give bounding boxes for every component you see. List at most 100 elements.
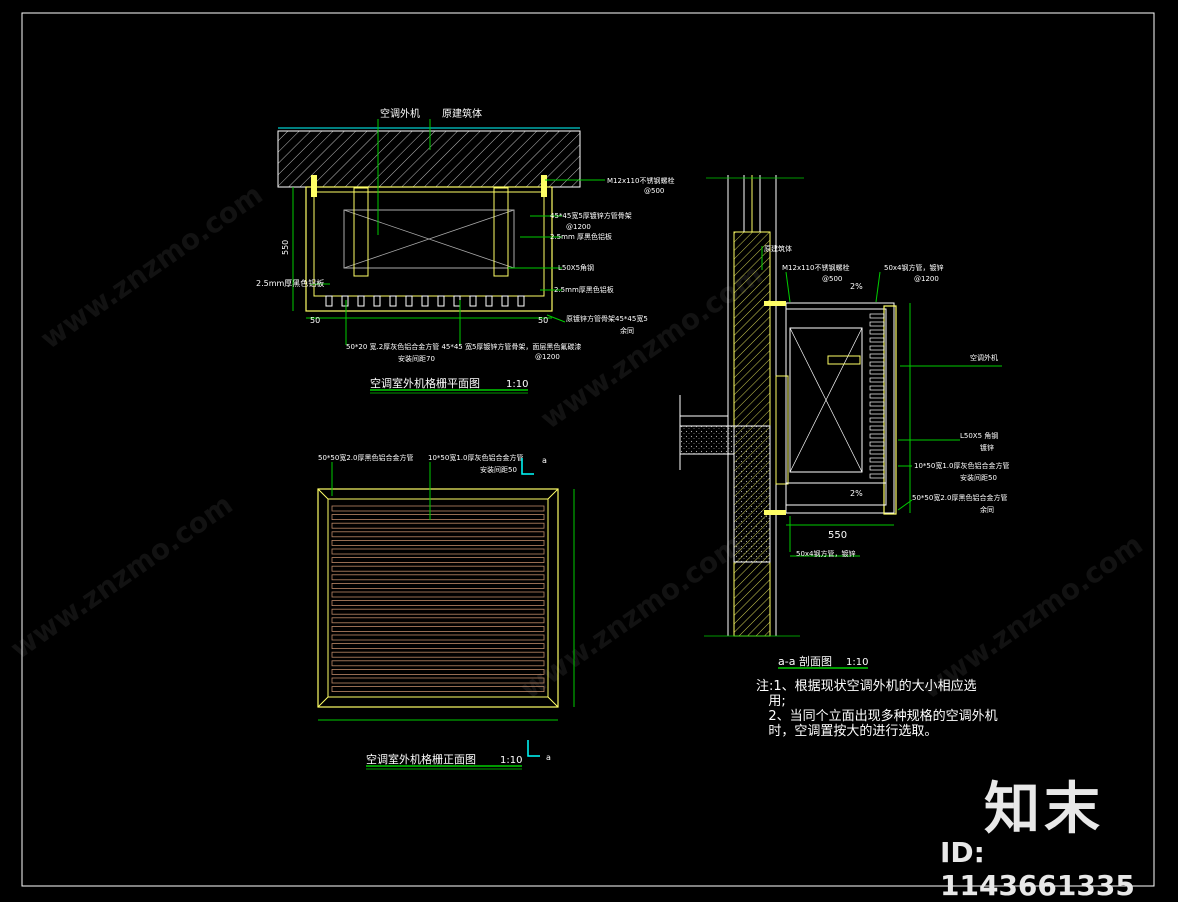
section-slat [869, 369, 885, 375]
plan-scale: 1:10 [506, 379, 528, 390]
note-line-1: 注:1、根据现状空调外机的大小相应选 [756, 679, 977, 694]
elevation-slat [331, 617, 545, 624]
section-slat [869, 401, 885, 407]
elevation-slat [331, 548, 545, 555]
sect-label-slats: 10*50宽1.0厚灰色铝合金方管 [914, 461, 1009, 470]
section-slats [869, 313, 885, 479]
section-mark-bottom-label: a [546, 753, 551, 762]
elevation-slat [331, 660, 545, 667]
elevation-slat [331, 643, 545, 649]
elevation-scale: 1:10 [500, 755, 522, 766]
plan-label-bolt-spacing: @500 [644, 187, 664, 195]
elevation-slat [331, 574, 545, 581]
section-enclosure [785, 302, 895, 514]
plan-label-plate-bottom: 2.5mm厚黑色铝板 [554, 285, 614, 294]
sect-label-ac-unit: 空调外机 [970, 353, 998, 362]
elevation-slats [331, 505, 545, 692]
sect-label-frame2: 余同 [980, 505, 994, 514]
plan-dim-right: 50 [538, 316, 548, 325]
note-line-2b: 时，空调置按大的进行选取。 [756, 724, 938, 739]
section-slat [869, 361, 885, 367]
drawing-border [21, 12, 1155, 887]
sect-label-bolt-spacing: @500 [822, 275, 842, 283]
section-slat [869, 433, 885, 439]
plan-label-ac-unit: 空调外机 [380, 107, 420, 120]
section-title: a-a 剖面图 [778, 654, 832, 668]
section-slat [869, 449, 885, 455]
plan-slats [325, 295, 525, 307]
elevation-slat [331, 514, 545, 520]
plan-label-plate-top: 2.5mm 厚黑色铝板 [550, 232, 612, 241]
elevation-slat [331, 505, 545, 512]
elevation-slat [331, 634, 545, 641]
plan-label-bottom-note: 50*20 宽.2厚灰色铝合金方管 45*45 宽5厚镀锌方管骨架，面层黑色氟碳… [346, 342, 581, 351]
note-line-1b: 用; [756, 694, 786, 709]
plan-label-square-tube-spacing: @1200 [566, 223, 591, 231]
section-slat [869, 377, 885, 383]
plan-title: 空调室外机格栅平面图 [370, 376, 480, 390]
elevation-slat [331, 531, 545, 538]
note-line-2: 2、当同个立面出现多种规格的空调外机 [756, 709, 998, 724]
elevation-slat [331, 540, 545, 546]
wall-hatch [277, 130, 581, 188]
section-slat [869, 393, 885, 399]
section-slat [869, 385, 885, 391]
sect-label-frame: 50*50宽2.0厚黑色铝合金方管 [912, 493, 1007, 502]
elevation-slat [331, 626, 545, 632]
plan-label-frame-note2: 余同 [620, 326, 634, 335]
elevation-slat [331, 608, 545, 615]
section-slat [869, 337, 885, 343]
plan-label-bottom-spacing: @1200 [535, 353, 560, 361]
plan-dim-left: 50 [310, 316, 320, 325]
sect-label-tube-bottom: 50x4钢方管，镀锌 [796, 549, 856, 558]
elevation-outer-frame [317, 488, 559, 708]
elev-label-frame: 50*50宽2.0厚黑色铝合金方管 [318, 453, 413, 462]
plan-label-angle: L50X5角钢 [558, 263, 594, 272]
watermark-logo: 知末 [984, 777, 1104, 842]
sect-label-existing: 原建筑体 [764, 244, 792, 253]
plan-label-plate-left: 2.5mm厚黑色铝板 [256, 278, 324, 288]
section-slat [869, 321, 885, 327]
sect-label-angle2: 镀锌 [980, 443, 994, 452]
plan-frame [305, 186, 553, 312]
bolt-icon [541, 175, 547, 197]
section-slat [869, 473, 885, 479]
plan-label-bottom-note2: 安装间距70 [398, 354, 435, 363]
elevation-slat [331, 686, 545, 692]
section-slat [869, 417, 885, 423]
section-mark-bottom [527, 740, 540, 757]
elevation-slat [331, 669, 545, 675]
plan-label-existing: 原建筑体 [442, 107, 482, 120]
section-view: 原建筑体 M12x110不锈钢螺栓 @500 50x4钢方管，镀锌 @1200 … [679, 175, 1009, 669]
bolt-icon [764, 510, 786, 515]
elevation-slat [331, 600, 545, 606]
elevation-slat [331, 565, 545, 572]
plan-label-bolt: M12x110不锈钢螺栓 [607, 176, 674, 185]
plan-ac-unit [343, 209, 515, 269]
section-slat [869, 425, 885, 431]
elev-label-slats: 10*50宽1.0厚灰色铝合金方管 [428, 453, 523, 462]
sect-label-slope-bottom: 2% [850, 489, 863, 498]
elevation-title: 空调室外机格栅正面图 [366, 752, 476, 766]
bolt-icon [764, 301, 786, 306]
elevation-slat [331, 591, 545, 598]
sect-label-bolt: M12x110不锈钢螺栓 [782, 263, 849, 272]
plan-dim-height: 550 [281, 240, 290, 255]
section-slat [869, 329, 885, 335]
section-mark-top [521, 458, 534, 475]
watermark-id: ID: 1143661335 [940, 836, 1135, 902]
plan-view: 空调外机 原建筑体 M12x110不锈钢螺栓 @500 45*45宽5厚镀锌方管… [256, 107, 674, 394]
elevation-slat [331, 651, 545, 658]
sect-label-tube-top-spacing: @1200 [914, 275, 939, 283]
elevation-slat [331, 522, 545, 529]
section-slat [869, 465, 885, 471]
plan-label-frame-note: 原镀锌方管骨架45*45宽5 [566, 314, 648, 323]
section-slat [869, 345, 885, 351]
section-ac-unit [789, 327, 863, 473]
section-slat [869, 409, 885, 415]
section-slat [869, 441, 885, 447]
section-slat [869, 457, 885, 463]
elevation-view: 50*50宽2.0厚黑色铝合金方管 10*50宽1.0厚灰色铝合金方管 安装间距… [317, 453, 575, 770]
elevation-slat [331, 557, 545, 563]
